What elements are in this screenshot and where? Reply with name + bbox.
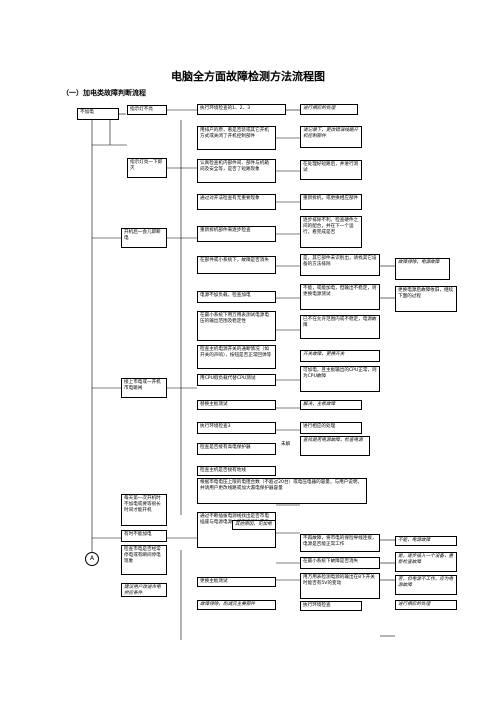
middle-node-6: 在部件或小系统下，故障是否消失: [197, 256, 276, 274]
middle-node-13: 检查是否接有高电保护器: [197, 443, 276, 455]
middle-node-12: 执行环境检查3: [197, 422, 276, 434]
far-right-node-3: 不能，电源故障: [395, 536, 457, 546]
middle-node-7: 电源不加负载，检查加电: [197, 291, 276, 303]
middle-node-14: 检查主机是否接有地线: [197, 466, 276, 476]
right-node-10: 可加电，且主板输出的CPU正常，则为CPU故障: [300, 366, 380, 392]
right-node-7: 不能，或能加电，但输出不稳定，则更换电源测试: [300, 284, 380, 310]
page-title: 电脑全方面故障检测方法流程图: [171, 70, 325, 83]
right-node-13: 查找是否电源故障，检查电源: [300, 436, 370, 456]
far-right-node-2: 更换电源后故障依旧，继续下面的过程: [395, 286, 457, 312]
middle-node-2: 用排户的原，看是否装或其它开机方式或关闭了开机控制部件: [197, 126, 276, 150]
far-right-node-1: 故障排除，电源故障: [395, 258, 450, 280]
left-node-4: 接上市电或一开机市电跳闸: [121, 378, 167, 398]
right-node-2: 请记录下，更改错误线路开机控制部件: [300, 126, 362, 148]
right-node-1: 进行相应的处理: [300, 104, 358, 115]
middle-node-16: 通过不断插拔电源线找出是否市电插座与电源电源之间连接接触不良: [197, 512, 276, 548]
far-right-node-5: 否，但电源不工作，应为电源故障: [395, 575, 457, 595]
left-node-8: 建议用户改进市电供应条件: [121, 583, 167, 597]
left-node-6: 每天第一次开机时不加电或要等很长时间才能开机: [121, 494, 167, 526]
right-node-6: 是，其它部件未识别出，请找其它设备的方法排除: [300, 254, 380, 276]
right-node-3: 在处理好短路后，并进行测试: [300, 160, 362, 180]
left-node-2: 指示灯亮一下即灭: [127, 158, 167, 178]
right-node-4: 重新拆机，或更换相应部件: [300, 194, 362, 210]
right-node-9: 开关故障，更换开关: [300, 350, 380, 362]
left-node-1: 指示灯不亮: [127, 105, 167, 115]
far-right-node-4: 是，逐步插入一个设备，重新检查故障: [395, 552, 457, 572]
right-node-18: 其他原因，见加电: [232, 520, 276, 530]
right-node-17: 执行环境检查: [300, 601, 362, 611]
right-node-5: 逐步排除不利，检查硬件之间的配合，并在下一个运行，看完成是否: [300, 216, 362, 248]
right-node-11: 解决，主板故障: [300, 400, 362, 410]
section-heading: （一）加电类故障判断流程: [62, 89, 146, 97]
not-ok-label: 未解: [281, 442, 291, 447]
middle-node-3: 认真检查机内部件间、部件与机箱间及安全等，是否了短路现象: [197, 159, 276, 183]
left-node-3: 开机后一会儿即断电: [121, 228, 167, 248]
middle-node-17: 更换主板测试: [197, 577, 276, 587]
middle-node-5: 重新拆机部件来逐步检查: [197, 226, 276, 242]
middle-node-18: 故障排除，削减元主要部件: [197, 600, 276, 610]
left-node-7: 检查市电是否经常停电或有瞬间停电现象: [121, 545, 167, 575]
middle-node-10: 用CPU假负载代替CPU测试: [197, 374, 276, 386]
right-node-14: 不再故障，将市电的保险导线连接，电源是否能正常工作: [300, 534, 380, 552]
end-marker-a: A: [85, 552, 99, 566]
middle-node-11: 替换主板测试: [197, 400, 276, 410]
middle-node-8: 在最小系统下用万用表测试电源电压的输出范围及稳定性: [197, 311, 276, 341]
middle-node-9: 检查主机电源开关的通断情况（如开关的声响），按钮是否正常回弹等: [197, 345, 276, 369]
middle-node-15: 根据市电电压上限的电阻合数（不超过20台）或电压电器的容量，与用户说明，并请用户…: [197, 478, 367, 504]
middle-node-4: 通过对开法检查有无重要现象: [197, 194, 276, 210]
right-node-15: 在最小系统下故障是否消失: [300, 557, 380, 569]
left-node-5: 有时不能加电: [121, 530, 167, 542]
far-right-node-6: 进行相应的处理: [395, 600, 457, 610]
right-node-12: 进行相应的处理: [300, 422, 362, 434]
right-node-8: 已不在允许范围内或不稳定，电源故障: [300, 315, 380, 339]
middle-node-1: 执行环境检查的1、2、3: [197, 104, 286, 115]
start-node: 不加电: [77, 108, 119, 120]
right-node-16: 用万用表检测电源的输出在8下开关时能否有5V的变动: [300, 573, 380, 599]
